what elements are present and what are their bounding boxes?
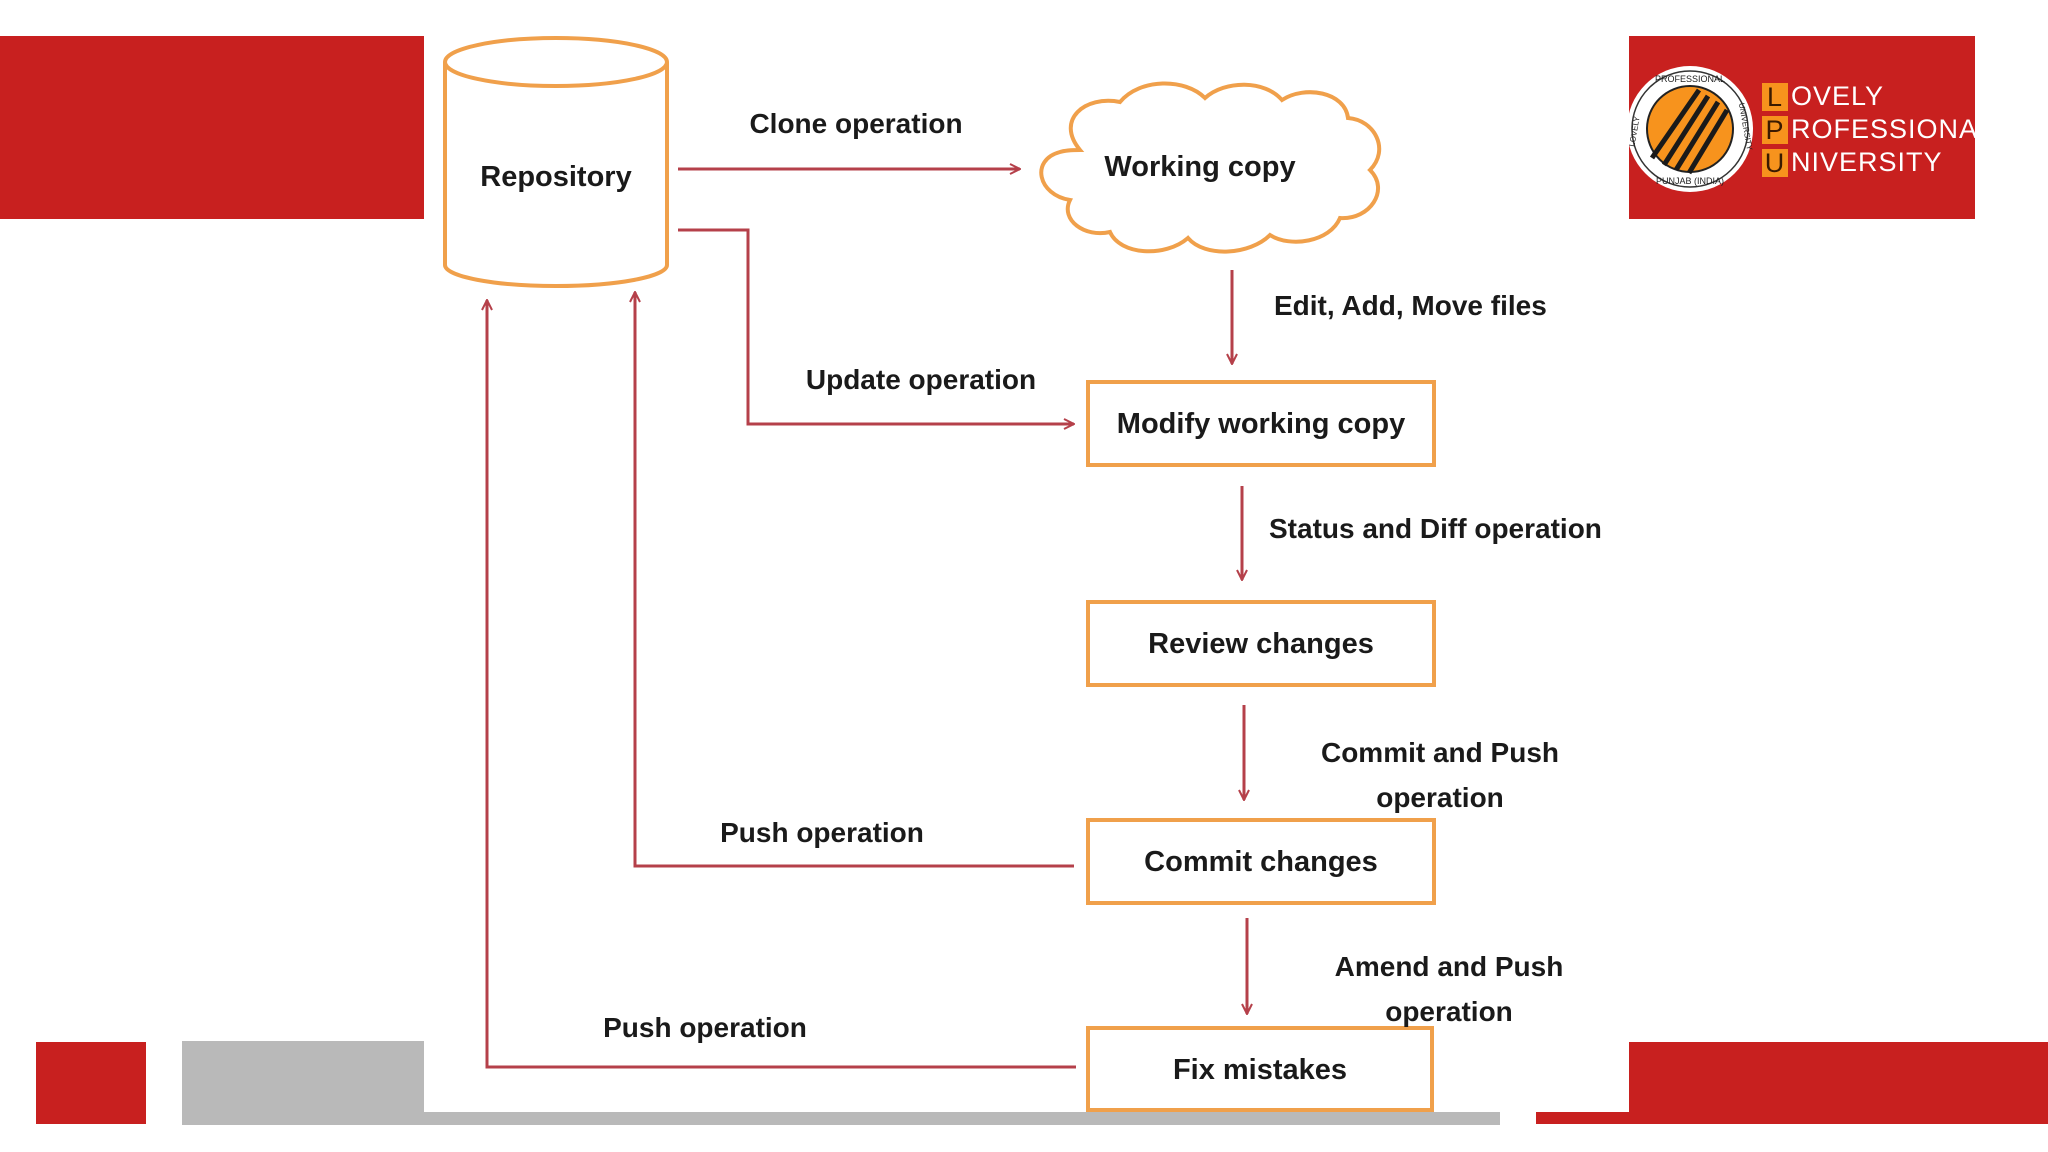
footer-left-red-square <box>36 1042 146 1124</box>
amend-push-label-line2: operation <box>1385 996 1513 1027</box>
wordmark-initial-p: P <box>1762 115 1788 144</box>
update-operation-label: Update operation <box>806 364 1036 395</box>
review-changes-label: Review changes <box>1148 628 1374 660</box>
wordmark-initial-l: L <box>1762 82 1788 111</box>
amend-push-label-line1: Amend and Push <box>1335 951 1564 982</box>
modify-working-copy-node: Modify working copy <box>1086 380 1436 467</box>
wordmark-rest-lovely: OVELY <box>1791 81 1885 111</box>
repository-label: Repository <box>480 161 631 193</box>
edit-add-move-label: Edit, Add, Move files <box>1274 290 1547 321</box>
working-copy-label: Working copy <box>1104 151 1295 183</box>
commit-changes-node: Commit changes <box>1086 818 1436 905</box>
commit-push-label-line1: Commit and Push <box>1321 737 1559 768</box>
commit-push-label-line2: operation <box>1376 782 1504 813</box>
seal-text-top: PROFESSIONAL <box>1655 74 1725 84</box>
review-changes-node: Review changes <box>1086 600 1436 687</box>
repository-node: Repository <box>443 36 669 288</box>
working-copy-node: Working copy <box>1039 81 1382 254</box>
seal-text-bottom: PUNJAB (INDIA) <box>1656 176 1724 186</box>
update-arrow <box>678 228 1074 424</box>
wordmark-rest-professional: ROFESSIONAL <box>1791 114 1995 144</box>
modify-working-copy-label: Modify working copy <box>1117 408 1405 440</box>
fix-mistakes-node: Fix mistakes <box>1086 1026 1434 1112</box>
header-left-red-band <box>0 36 424 219</box>
push-arrow-from-fix <box>487 300 1076 1069</box>
wordmark-rest-university: NIVERSITY <box>1791 147 1943 177</box>
push-operation-label-upper: Push operation <box>720 817 924 848</box>
clone-operation-label: Clone operation <box>749 108 962 139</box>
wordmark-initial-u: U <box>1762 148 1788 177</box>
push-operation-label-lower: Push operation <box>603 1012 807 1043</box>
push-arrow-from-commit <box>635 292 1074 868</box>
university-seal-icon: PROFESSIONAL LOVELY UNIVERSITY PUNJAB (I… <box>1627 66 1754 192</box>
status-diff-label: Status and Diff operation <box>1269 513 1602 544</box>
commit-changes-label: Commit changes <box>1144 846 1378 878</box>
fix-mistakes-label: Fix mistakes <box>1173 1054 1347 1086</box>
